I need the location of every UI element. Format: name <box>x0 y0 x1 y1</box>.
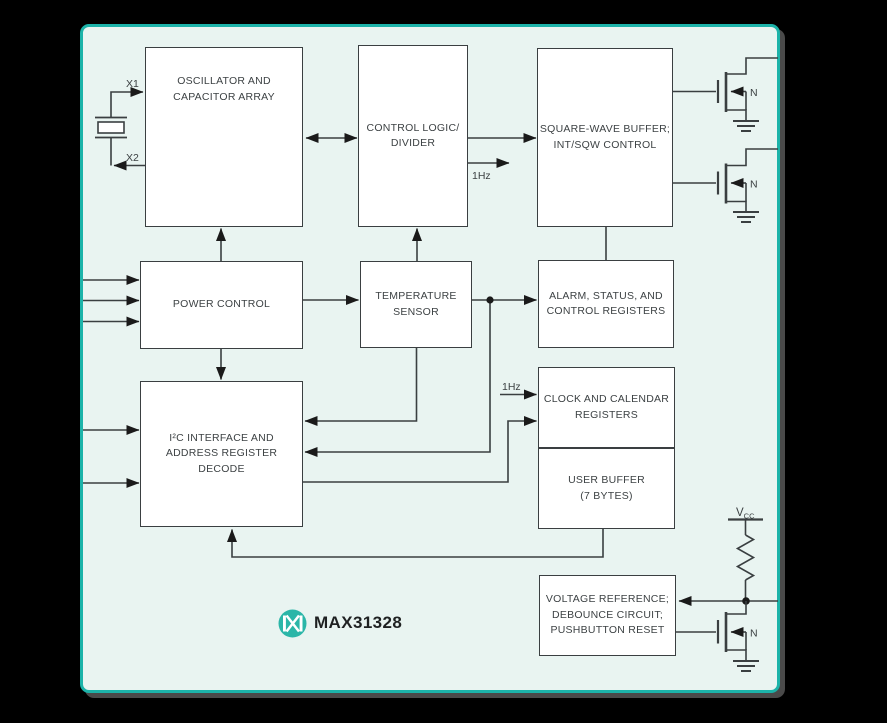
block-label: TEMPERATURE <box>375 290 457 302</box>
nmos-transistor-bottom <box>716 601 759 672</box>
x2-label: X2 <box>126 152 139 164</box>
block-label: CLOCK AND CALENDAR <box>543 393 670 405</box>
resistor-symbol <box>735 534 756 581</box>
block-label: REGISTERS <box>575 408 638 421</box>
block-label: POWER CONTROL <box>172 298 271 311</box>
block-i2c-interface: I²C INTERFACE AND ADDRESS REGISTER DECOD… <box>140 381 303 527</box>
wire-tempbottom-i2c <box>304 348 418 426</box>
block-label: INT/SQW CONTROL <box>553 138 657 151</box>
block-label: DECODE <box>198 462 245 475</box>
wire-i2c-clock <box>303 416 537 483</box>
block-label: CAPACITOR ARRAY <box>173 90 275 103</box>
maxim-logo-icon <box>278 609 307 638</box>
block-label: ALARM, STATUS, AND <box>549 289 663 302</box>
block-label: SQUARE-WAVE BUFFER; <box>539 123 671 135</box>
nmos-transistor-mid <box>716 148 778 223</box>
block-voltage-reference: VOLTAGE REFERENCE; DEBOUNCE CIRCUIT; PUS… <box>539 575 676 656</box>
block-label: CONTROL LOGIC/ <box>366 121 460 134</box>
block-label: VOLTAGE REFERENCE; <box>545 593 670 606</box>
block-sqw-buffer: SQUARE-WAVE BUFFER; INT/SQW CONTROL <box>537 48 673 227</box>
wire-userbuffer-i2c <box>227 529 604 558</box>
block-clock-registers: CLOCK AND CALENDAR REGISTERS <box>538 367 675 448</box>
block-label: USER BUFFER <box>568 474 645 486</box>
block-oscillator: OSCILLATOR AND CAPACITOR ARRAY <box>145 47 303 227</box>
vcc-label: VCC <box>736 507 755 521</box>
block-label: DIVIDER <box>390 137 436 149</box>
block-label: PUSHBUTTON RESET <box>550 624 665 637</box>
block-user-buffer: USER BUFFER (7 BYTES) <box>538 448 675 529</box>
block-label: ADDRESS REGISTER <box>165 447 278 460</box>
block-control-logic: CONTROL LOGIC/ DIVIDER <box>358 45 468 227</box>
part-number: MAX31328 <box>314 613 403 632</box>
vcc-rail <box>728 518 763 535</box>
wire-junction-i2c <box>304 300 491 457</box>
x1-label: X1 <box>126 78 139 90</box>
block-label: DEBOUNCE CIRCUIT; <box>551 608 663 621</box>
nmos-top-label: N <box>750 87 758 99</box>
block-label: I²C INTERFACE AND <box>169 431 274 444</box>
block-alarm-registers: ALARM, STATUS, AND CONTROL REGISTERS <box>538 260 674 348</box>
1hz-control-label: 1Hz <box>472 170 491 182</box>
block-label: CONTROL REGISTERS <box>546 305 666 317</box>
nmos-bottom-label: N <box>750 628 758 640</box>
nmos-transistor-top <box>716 57 778 132</box>
crystal-symbol <box>97 121 125 134</box>
junction-dot-temp <box>486 296 494 304</box>
block-label: OSCILLATOR AND <box>177 75 271 87</box>
nmos-mid-label: N <box>750 179 758 191</box>
block-temp-sensor: TEMPERATURE SENSOR <box>360 261 472 348</box>
1hz-clock-label: 1Hz <box>502 381 521 393</box>
block-power-control: POWER CONTROL <box>140 261 303 349</box>
block-label: (7 BYTES) <box>580 489 633 502</box>
block-label: SENSOR <box>393 305 439 318</box>
wire-x1 <box>110 87 144 118</box>
